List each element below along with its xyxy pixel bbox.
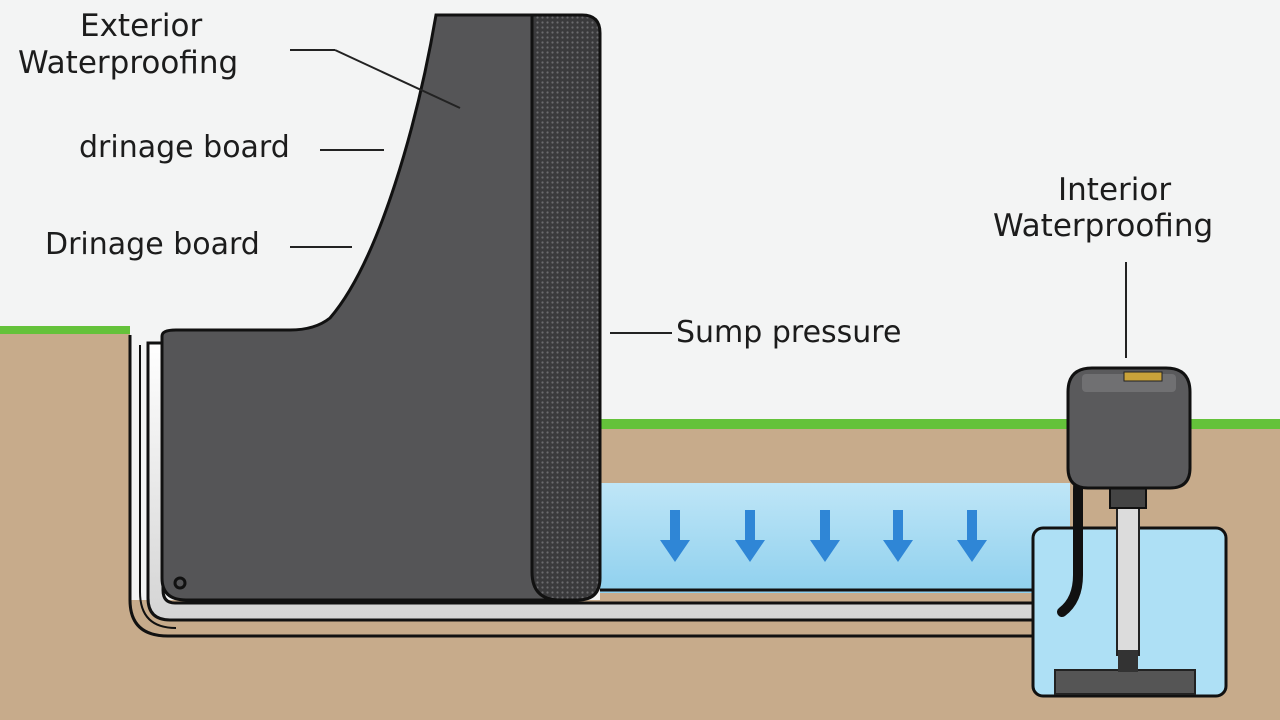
down-arrow-icon xyxy=(735,510,765,562)
label-exterior-line2: Waterproofing xyxy=(18,45,239,81)
label-drainage-board-upper: Drinage board xyxy=(45,227,260,262)
down-arrow-icon xyxy=(883,510,913,562)
down-arrow-icon xyxy=(957,510,987,562)
grass-left xyxy=(0,326,130,334)
grass-right xyxy=(600,419,1280,429)
pump-foot xyxy=(1118,650,1138,672)
down-arrow-icon xyxy=(810,510,840,562)
drainage-board xyxy=(530,13,602,602)
pressure-arrows xyxy=(660,510,987,562)
label-interior-line1: Interior xyxy=(1058,172,1172,208)
sump-pump-icon xyxy=(1066,366,1192,490)
label-drainage-board-lower: drinage board xyxy=(79,130,290,165)
label-sump-pressure: Sump pressure xyxy=(676,315,902,350)
down-arrow-icon xyxy=(660,510,690,562)
sump-pit-base xyxy=(1054,669,1196,695)
exterior-waterproofing-wall xyxy=(160,13,562,602)
excavation-line xyxy=(128,335,1060,638)
leader-exterior-diag xyxy=(334,49,461,109)
pump-coupling xyxy=(1109,487,1147,509)
label-interior-line2: Waterproofing xyxy=(993,208,1214,244)
drain-fitting xyxy=(173,576,187,590)
label-exterior-line1: Exterior xyxy=(80,8,203,44)
wall-base-outline xyxy=(139,345,177,629)
pump-shaft xyxy=(1116,504,1140,656)
